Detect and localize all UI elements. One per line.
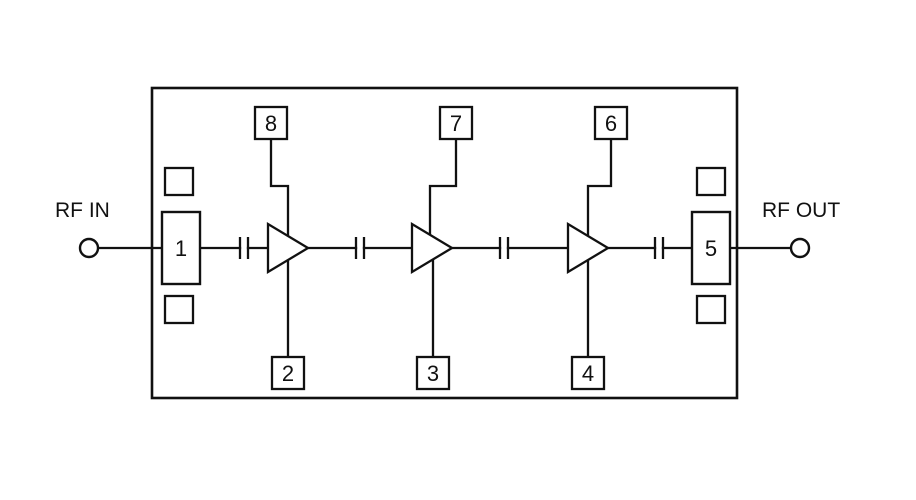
pin2-label: 2 (282, 361, 294, 386)
amplifier-stages (266, 221, 611, 275)
ground-pads (163, 166, 727, 325)
capacitor-icon (354, 237, 366, 259)
pin4-label: 4 (582, 361, 594, 386)
amplifier-icon (566, 221, 611, 275)
pad-right-top (695, 166, 727, 197)
pin3-label: 3 (427, 361, 439, 386)
pin5-label: 5 (705, 236, 717, 261)
wire (586, 137, 613, 238)
bias-wires-top (269, 137, 613, 238)
pin6-box (593, 105, 629, 141)
pin4-box (570, 355, 606, 391)
pin6-label: 6 (605, 111, 617, 136)
bias-wires-bottom (286, 257, 590, 359)
wire (269, 137, 290, 238)
pin5-box (690, 210, 732, 286)
chip-outline (150, 86, 739, 400)
coupling-capacitors (238, 237, 665, 259)
pin8-box (253, 105, 289, 141)
pin1-label: 1 (175, 236, 187, 261)
pin7-label: 7 (450, 111, 462, 136)
wire (428, 137, 458, 237)
capacitor-icon (238, 237, 250, 259)
pin7-box (438, 105, 474, 141)
rf-in-terminal (78, 237, 100, 259)
pin1-box (160, 210, 202, 286)
pin8-label: 8 (265, 111, 277, 136)
capacitor-icon (498, 237, 510, 259)
capacitor-icon (653, 237, 665, 259)
rf-out-terminal (789, 237, 811, 259)
amplifier-icon (266, 221, 311, 275)
pin2-box (270, 355, 306, 391)
amplifier-icon (410, 221, 455, 275)
pin3-box (415, 355, 451, 391)
pad-right-bottom (695, 294, 727, 325)
bias-pin-boxes (253, 105, 629, 391)
pad-left-top (163, 166, 195, 197)
rf-in-label: RF IN (55, 199, 110, 222)
rf-out-label: RF OUT (762, 199, 840, 222)
pad-left-bottom (163, 294, 195, 325)
